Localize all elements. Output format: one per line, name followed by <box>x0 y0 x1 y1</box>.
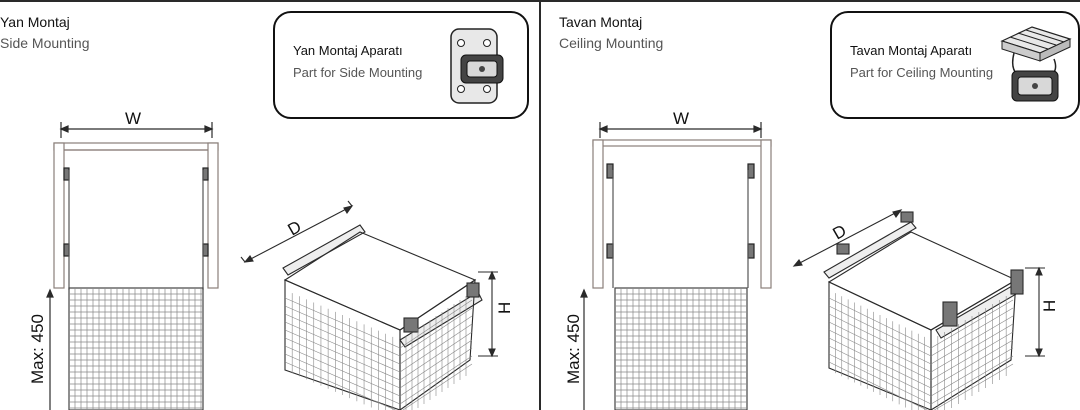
callout-title-tr: Yan Montaj Aparatı <box>293 43 403 58</box>
panel-divider <box>539 0 541 410</box>
dimension-w-label: W <box>673 109 689 128</box>
dimension-d-label: D <box>285 217 305 240</box>
callout-title-en: Part for Ceiling Mounting <box>850 65 994 80</box>
dimension-max-label: Max: 450 <box>28 314 47 384</box>
side-mounting-title-en: Side Mounting <box>0 35 90 51</box>
side-mount-bracket-icon <box>450 28 504 104</box>
ceiling-mounting-title-tr: Tavan Montaj <box>559 14 643 30</box>
ceiling-mounting-title-en: Ceiling Mounting <box>559 35 664 51</box>
ceiling-mounting-panel: Tavan Montaj Ceiling Mounting Tavan Mont… <box>541 0 1080 410</box>
dimension-w-label: W <box>125 109 141 128</box>
callout-title-en: Part for Side Mounting <box>293 65 423 80</box>
side-mounting-panel: Yan Montaj Side Mounting Yan Montaj Apar… <box>0 0 539 410</box>
ceiling-mount-bracket-icon <box>1000 26 1072 102</box>
ceiling-mounting-drawing: W Max: 450 D H <box>564 109 1059 410</box>
callout-title-tr: Tavan Montaj Aparatı <box>850 43 973 58</box>
dimension-max-label: Max: 450 <box>564 314 583 384</box>
side-mounting-drawing: W Max: 450 D H <box>28 109 514 410</box>
side-mounting-title-tr: Yan Montaj <box>0 14 70 30</box>
dimension-h-label: H <box>495 302 514 314</box>
dimension-d-label: D <box>830 221 850 244</box>
side-mount-part-callout: Yan Montaj Aparatı Part for Side Mountin… <box>273 11 529 119</box>
dimension-h-label: H <box>1040 300 1059 312</box>
ceiling-mount-part-callout: Tavan Montaj Aparatı Part for Ceiling Mo… <box>830 11 1080 119</box>
